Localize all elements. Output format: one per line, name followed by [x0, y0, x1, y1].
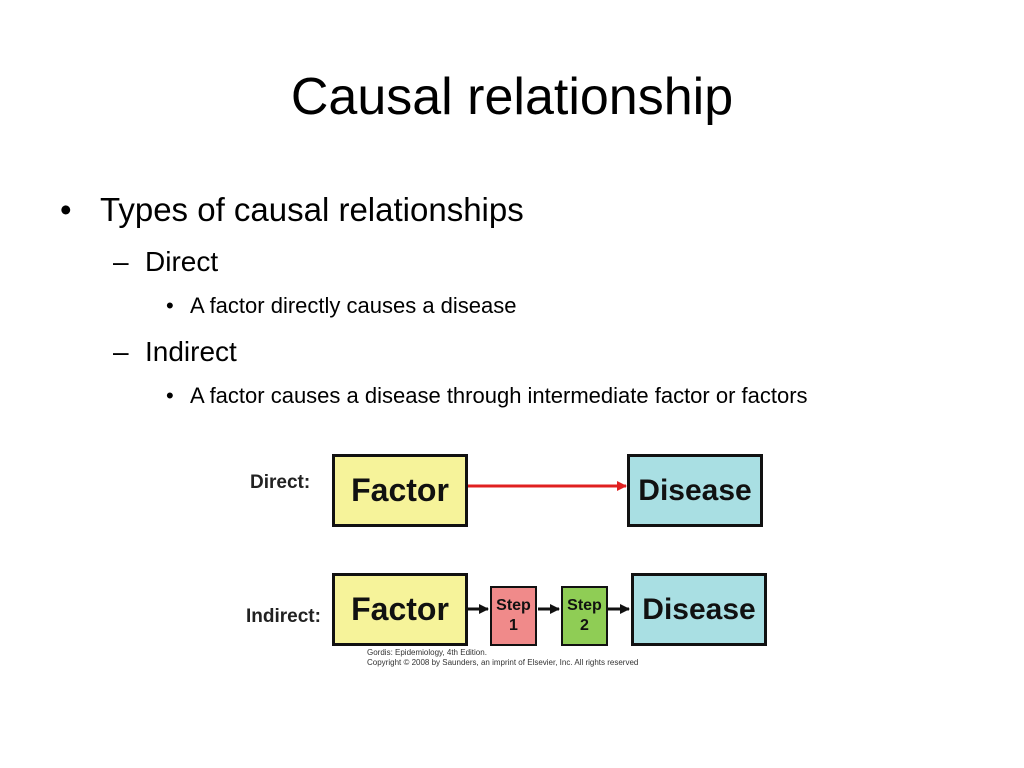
bullet-text: A factor directly causes a disease — [190, 293, 517, 318]
slide-title: Causal relationship — [290, 68, 734, 126]
step2-line1: Step — [567, 597, 602, 614]
causal-diagram: Direct: Factor Disease Indirect: Factor … — [244, 446, 784, 676]
step1-box: Step 1 — [490, 586, 537, 646]
indirect-disease-box: Disease — [631, 573, 767, 646]
bullet-marker: • — [166, 383, 174, 408]
bullet-marker: • — [166, 293, 174, 318]
dash-marker: – — [113, 336, 129, 367]
bullet-text: A factor causes a disease through interm… — [190, 383, 808, 408]
credit-line-2: Copyright © 2008 by Saunders, an imprint… — [367, 658, 639, 667]
direct-disease-box: Disease — [627, 454, 763, 527]
copyright-credit: Gordis: Epidemiology, 4th Edition. Copyr… — [367, 648, 638, 668]
diagram-arrows — [468, 481, 630, 614]
bullet-text: Types of causal relationships — [100, 191, 524, 228]
step1-line2: 1 — [509, 617, 518, 634]
credit-line-1: Gordis: Epidemiology, 4th Edition. — [367, 648, 487, 657]
bullet-marker: • — [60, 191, 72, 228]
indirect-row-label: Indirect: — [246, 606, 321, 627]
indirect-factor-box: Factor — [332, 573, 468, 646]
dash-marker: – — [113, 246, 129, 277]
direct-factor-box: Factor — [332, 454, 468, 527]
step1-line1: Step — [496, 597, 531, 614]
step2-box: Step 2 — [561, 586, 608, 646]
bullet-text: Direct — [145, 246, 219, 277]
bullet-text: Indirect — [145, 336, 237, 367]
direct-row-label: Direct: — [250, 472, 311, 493]
step2-line2: 2 — [580, 617, 589, 634]
